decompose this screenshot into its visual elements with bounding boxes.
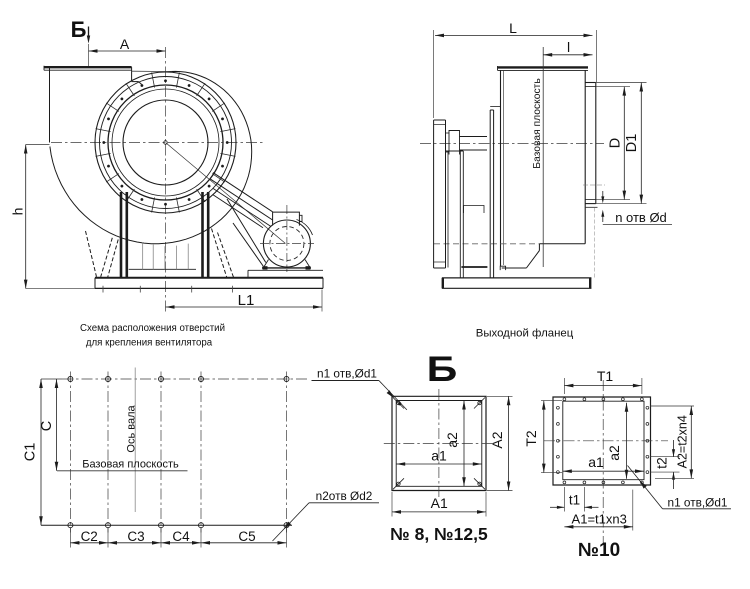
- svg-text:D: D: [608, 138, 624, 148]
- svg-text:t1: t1: [569, 492, 580, 507]
- svg-text:a2: a2: [606, 445, 622, 461]
- svg-text:C4: C4: [172, 529, 190, 544]
- svg-text:Б: Б: [71, 17, 87, 42]
- svg-text:№ 8, №12,5: № 8, №12,5: [390, 524, 488, 544]
- svg-text:a1: a1: [588, 454, 604, 470]
- svg-text:A2=t2xn4: A2=t2xn4: [676, 415, 690, 468]
- svg-text:A1=t1xn3: A1=t1xn3: [572, 511, 627, 526]
- svg-text:a1: a1: [431, 448, 447, 464]
- svg-text:Ось вала: Ось вала: [126, 405, 138, 453]
- svg-text:L1: L1: [238, 292, 255, 309]
- svg-text:l: l: [567, 39, 570, 55]
- svg-text:№10: №10: [578, 540, 620, 561]
- svg-text:Базовая плоскость: Базовая плоскость: [82, 459, 179, 471]
- svg-text:C: C: [39, 421, 55, 431]
- svg-text:n1 отв,Ød1: n1 отв,Ød1: [317, 367, 377, 381]
- svg-text:Базовая плоскость: Базовая плоскость: [532, 78, 543, 168]
- svg-text:t2: t2: [654, 457, 670, 469]
- svg-text:L: L: [509, 20, 517, 36]
- svg-text:n2отв Ød2: n2отв Ød2: [316, 489, 373, 503]
- svg-text:C1: C1: [23, 443, 39, 462]
- svg-text:Схема расположения отверстий: Схема расположения отверстий: [80, 323, 225, 334]
- svg-text:h: h: [10, 208, 26, 216]
- svg-text:C5: C5: [238, 529, 255, 544]
- svg-text:Б: Б: [427, 351, 458, 390]
- svg-text:для крепления вентилятора: для крепления вентилятора: [86, 338, 213, 349]
- svg-text:A: A: [120, 36, 130, 52]
- svg-text:T1: T1: [597, 368, 614, 384]
- svg-text:A2: A2: [489, 431, 505, 448]
- svg-text:Выходной фланец: Выходной фланец: [476, 328, 574, 340]
- svg-text:n1 отв,Ød1: n1 отв,Ød1: [668, 496, 728, 510]
- svg-text:n отв Ød: n отв Ød: [615, 210, 667, 225]
- svg-text:A1: A1: [431, 495, 448, 511]
- svg-text:a2: a2: [444, 432, 460, 448]
- svg-text:C3: C3: [127, 529, 144, 544]
- svg-text:C2: C2: [81, 529, 98, 544]
- svg-text:T2: T2: [523, 430, 539, 447]
- svg-text:D1: D1: [624, 134, 640, 153]
